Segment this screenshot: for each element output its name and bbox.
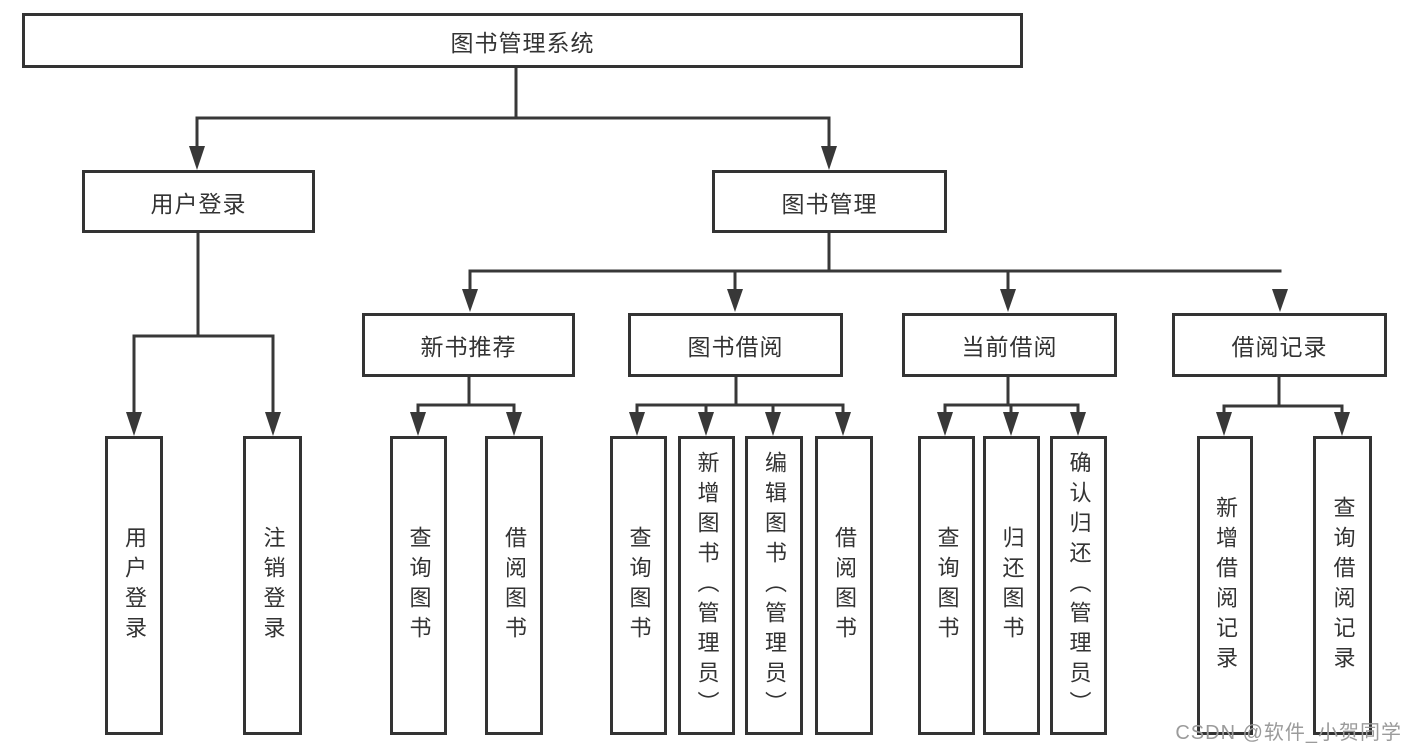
arrowhead [1003,412,1019,436]
arrowhead [189,146,205,170]
leaf-query-book-2: 查询图书 [610,436,667,735]
leaf-query-book-1-label: 查询图书 [406,525,432,646]
leaf-edit-book-admin-label: 编辑图书（管理员） [762,450,787,721]
arrowhead [265,412,281,436]
leaf-add-borrow-record-label: 新增借阅记录 [1213,495,1238,676]
node-root-label: 图书管理系统 [450,29,595,56]
arrowhead [1070,412,1086,436]
node-borrow-records: 借阅记录 [1172,313,1387,377]
arrowhead [821,146,837,170]
arrowhead [462,289,478,312]
leaf-borrow-book-1-label: 借阅图书 [502,525,527,646]
arrowhead [727,289,743,312]
arrowhead [1272,289,1288,312]
leaf-add-borrow-record: 新增借阅记录 [1197,436,1253,735]
node-current-borrow-label: 当前借阅 [961,334,1058,360]
leaf-borrow-book-1: 借阅图书 [485,436,543,735]
node-book-management-label: 图书管理 [781,190,878,217]
arrowhead [506,412,522,436]
arrowhead [126,412,142,436]
leaf-query-borrow-record-label: 查询借阅记录 [1330,495,1356,676]
leaf-confirm-return-admin: 确认归还（管理员） [1050,436,1107,735]
arrowhead [1000,289,1016,312]
leaf-edit-book-admin: 编辑图书（管理员） [745,436,803,735]
node-new-book-recommend-label: 新书推荐 [420,334,517,360]
node-root: 图书管理系统 [22,13,1023,68]
arrowhead [937,412,953,436]
leaf-logout-label: 注销登录 [260,525,286,646]
leaf-user-login: 用户登录 [105,436,163,735]
leaf-add-book-admin: 新增图书（管理员） [678,436,735,735]
watermark: CSDN @软件_小贺同学 [1175,722,1402,744]
leaf-user-login-label: 用户登录 [122,525,147,646]
arrowhead [410,412,426,436]
arrowhead [765,412,781,436]
leaf-return-book: 归还图书 [983,436,1040,735]
arrowhead [835,412,851,436]
leaf-query-book-3-label: 查询图书 [934,525,960,646]
leaf-borrow-book-2: 借阅图书 [815,436,873,735]
leaf-query-book-2-label: 查询图书 [626,525,652,646]
node-user-login-label: 用户登录 [150,190,247,217]
leaf-add-book-admin-label: 新增图书（管理员） [694,450,720,721]
arrowhead [698,412,714,436]
arrowhead [629,412,645,436]
leaf-query-borrow-record: 查询借阅记录 [1313,436,1372,735]
leaf-confirm-return-admin-label: 确认归还（管理员） [1066,450,1092,721]
node-book-management: 图书管理 [712,170,947,233]
leaf-logout: 注销登录 [243,436,302,735]
node-new-book-recommend: 新书推荐 [362,313,575,377]
leaf-return-book-label: 归还图书 [999,525,1025,646]
node-user-login: 用户登录 [82,170,315,233]
leaf-query-book-1: 查询图书 [390,436,447,735]
leaf-query-book-3: 查询图书 [918,436,975,735]
node-book-borrow-label: 图书借阅 [687,334,784,360]
node-borrow-records-label: 借阅记录 [1231,334,1328,360]
node-current-borrow: 当前借阅 [902,313,1117,377]
arrowhead [1216,412,1232,436]
arrowhead [1334,412,1350,436]
node-book-borrow: 图书借阅 [628,313,843,377]
leaf-borrow-book-2-label: 借阅图书 [832,525,857,646]
